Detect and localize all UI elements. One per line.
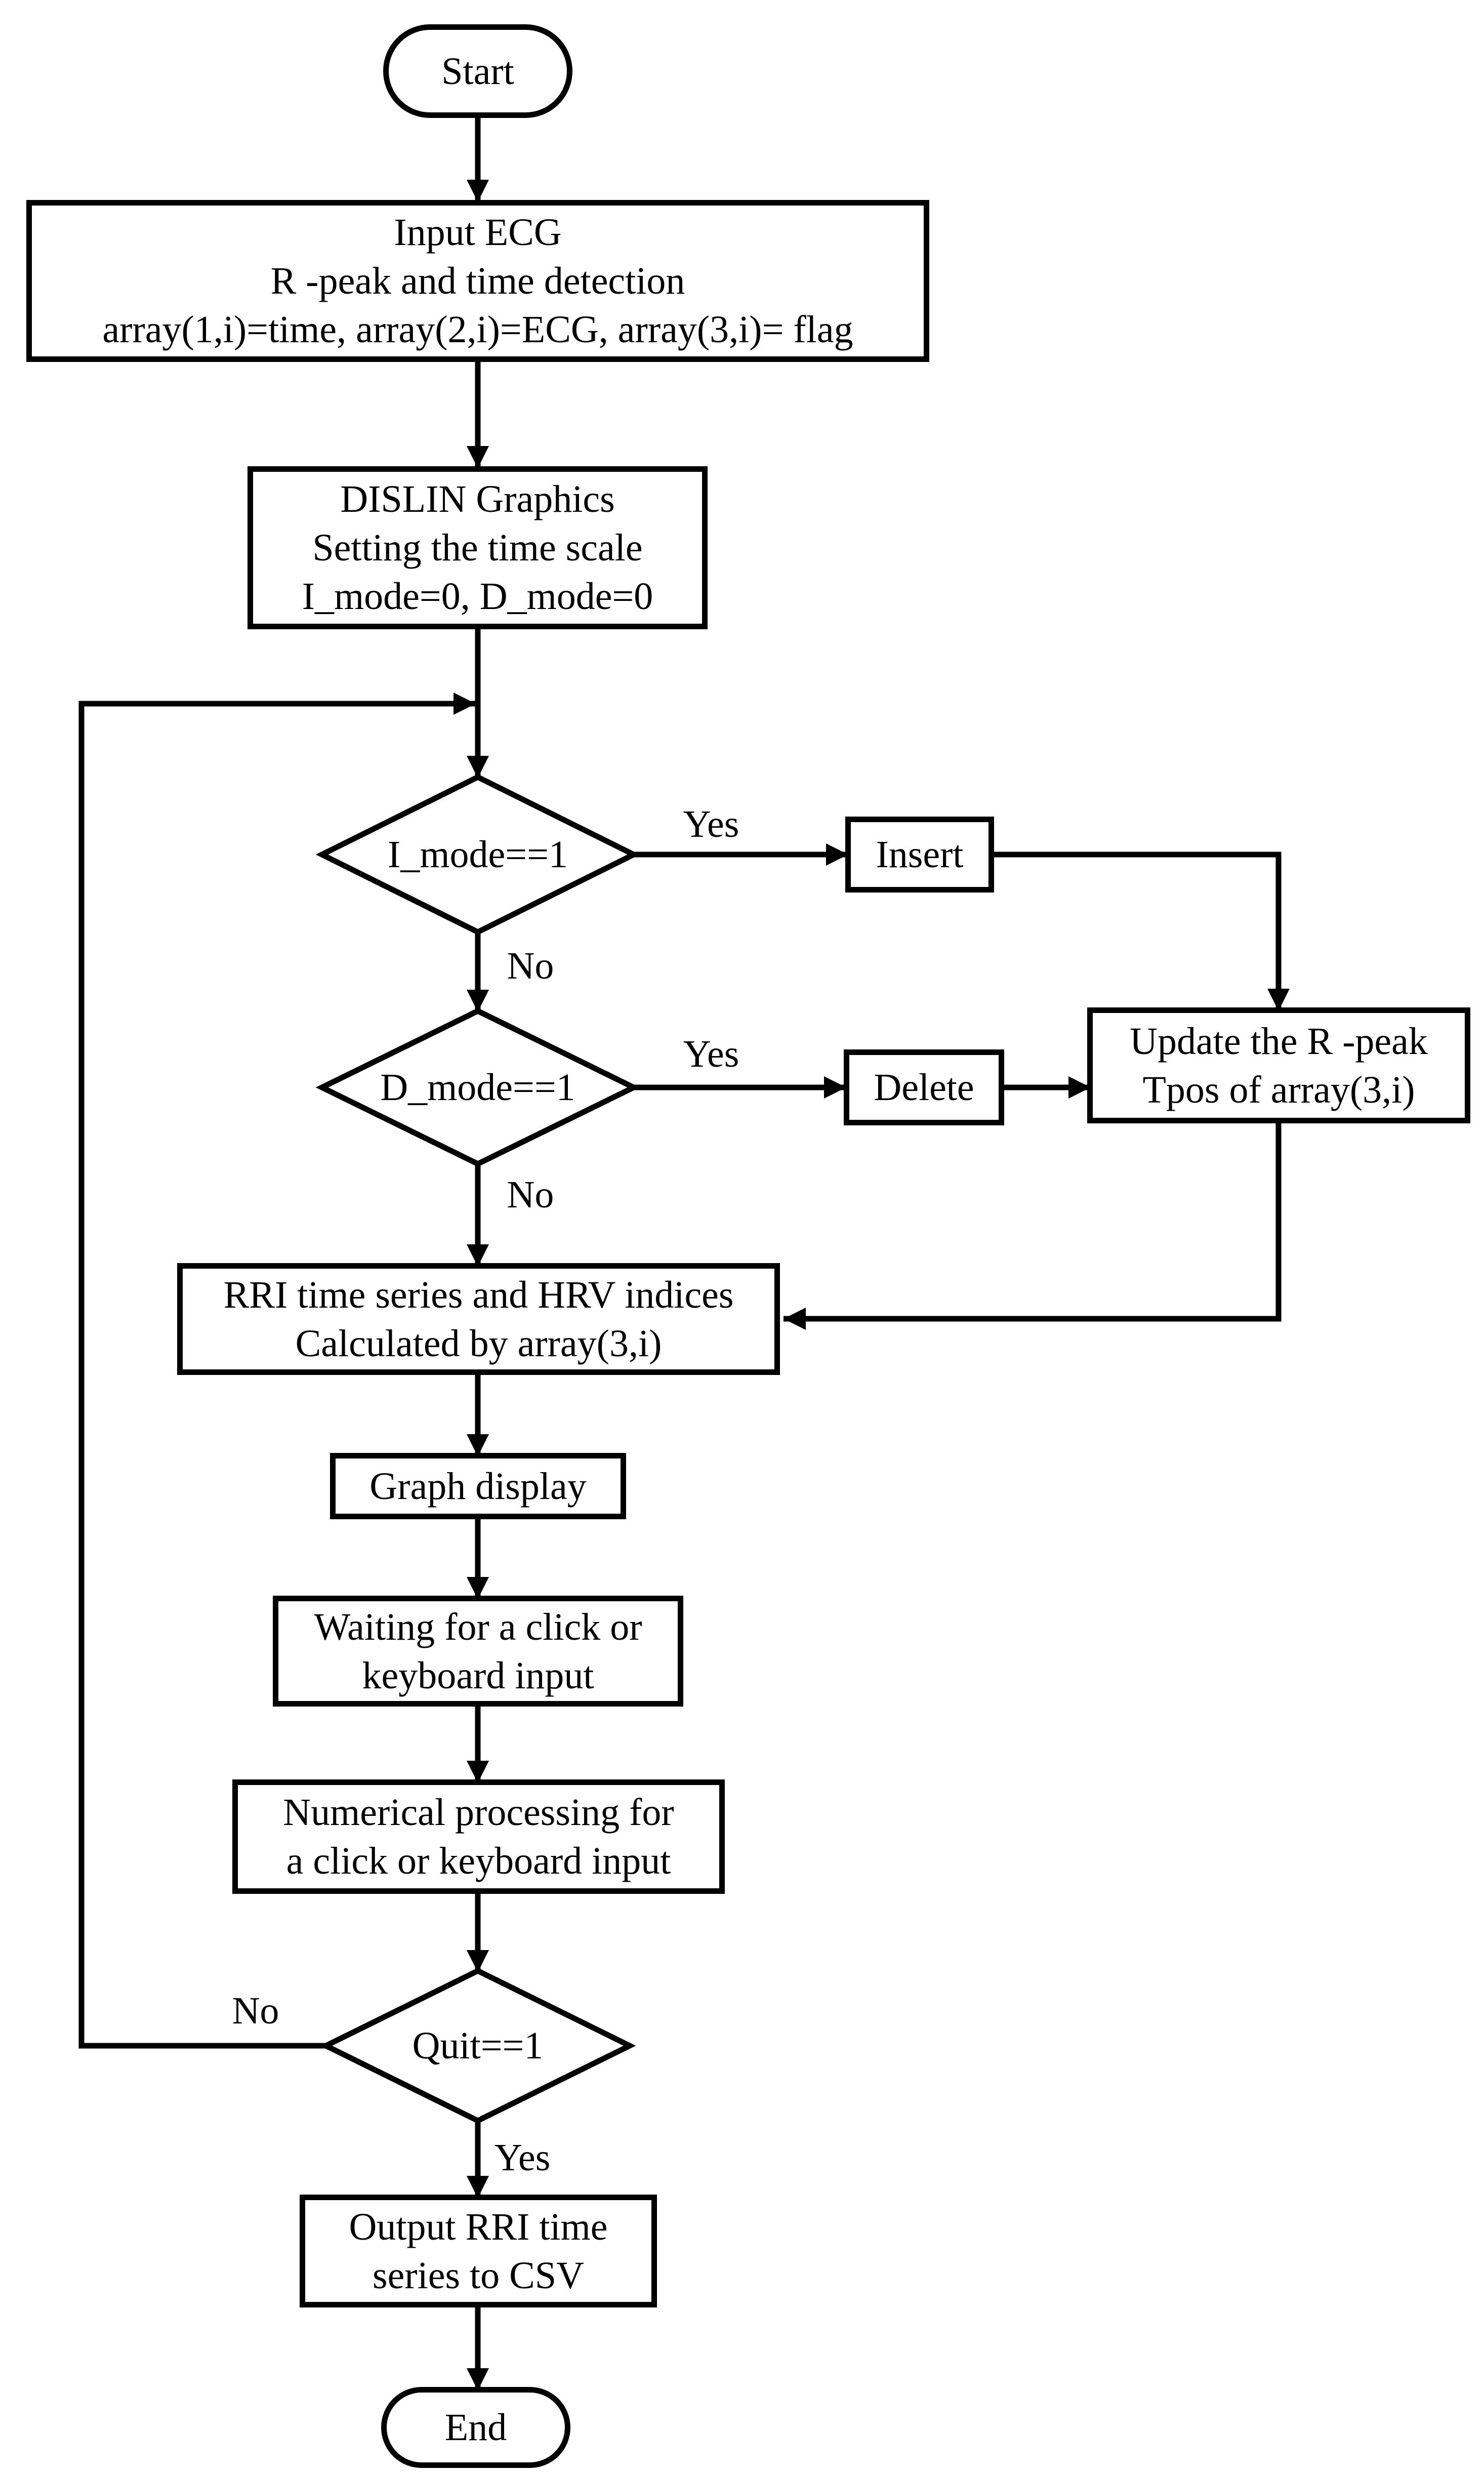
imode-decision-shape [315,774,640,936]
imode-no-label: No [507,945,554,987]
quit-yes-label: Yes [494,2136,551,2179]
process-line: DISLIN Graphics [340,478,615,520]
graph-display-process: Graph display [330,1453,626,1519]
process-line: Numerical processing for [283,1791,674,1834]
process-line: Waiting for a click or [314,1605,642,1648]
dislin-process: DISLIN Graphics Setting the time scale I… [248,466,708,629]
delete-label: Delete [874,1066,974,1109]
process-line: a click or keyboard input [286,1840,671,1882]
update-rpeak-process: Update the R -peak Tpos of array(3,i) [1087,1007,1470,1123]
dmode-no-label: No [507,1173,554,1216]
quit-no-label: No [232,1990,279,2032]
edge-update-to-rri [784,1123,1282,1330]
process-line: Output RRI time [349,2205,608,2248]
graph-display-label: Graph display [369,1465,587,1508]
process-line: array(1,i)=time, array(2,i)=ECG, array(3… [102,308,853,351]
process-line: Setting the time scale [312,526,643,569]
process-line: keyboard input [362,1654,594,1697]
dmode-decision-shape [315,1007,640,1167]
process-line: Input ECG [394,211,562,254]
dmode-yes-label: Yes [683,1033,739,1075]
rri-hrv-process: RRI time series and HRV indices Calculat… [177,1263,780,1375]
end-label: End [444,2406,507,2449]
insert-label: Insert [876,833,964,876]
dmode-decision-label: D_mode==1 [380,1066,575,1109]
imode-decision-label: I_mode==1 [388,833,568,876]
delete-process: Delete [844,1049,1004,1125]
process-line: series to CSV [373,2254,584,2297]
process-line: Tpos of array(3,i) [1142,1068,1415,1111]
input-ecg-process: Input ECG R -peak and time detection arr… [26,200,929,362]
process-line: RRI time series and HRV indices [223,1273,734,1316]
imode-yes-label: Yes [683,803,739,845]
edge-insert-to-update [994,852,1290,1011]
start-label: Start [441,50,514,93]
numerical-processing-process: Numerical processing for a click or keyb… [232,1779,725,1894]
process-line: Calculated by array(3,i) [295,1322,662,1365]
process-line: I_mode=0, D_mode=0 [302,575,653,618]
quit-decision-shape [319,1967,636,2124]
waiting-input-process: Waiting for a click or keyboard input [273,1596,683,1707]
process-line: Update the R -peak [1130,1020,1428,1063]
start-terminator: Start [383,24,572,118]
insert-process: Insert [845,817,994,893]
quit-decision-label: Quit==1 [412,2024,544,2067]
process-line: R -peak and time detection [270,260,685,302]
end-terminator: End [381,2387,570,2468]
output-csv-process: Output RRI time series to CSV [300,2195,657,2307]
edge-quit-no-loop [78,693,476,2049]
